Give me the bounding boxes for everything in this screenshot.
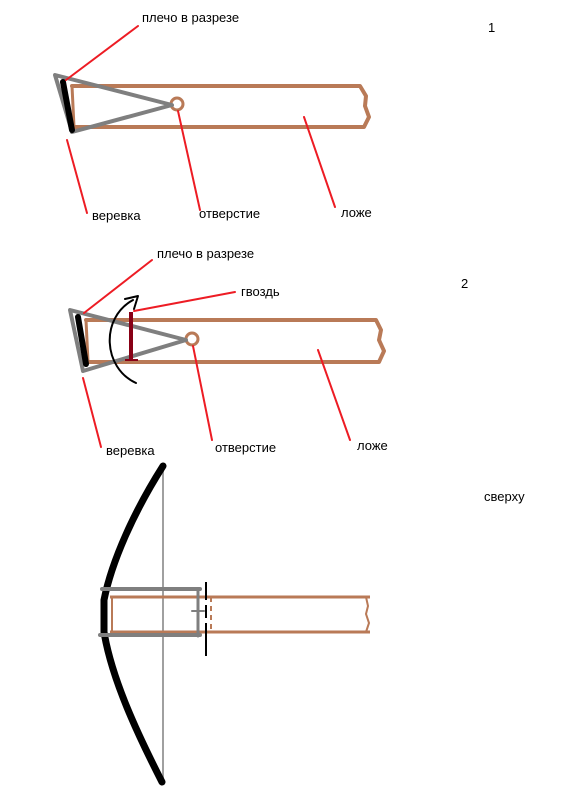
label-rope-2: веревка (106, 443, 155, 458)
label-nail: гвоздь (241, 284, 280, 299)
label-rope-1: веревка (92, 208, 141, 223)
bow-limbs (100, 462, 167, 786)
label-arm-section-1: плечо в разрезе (142, 10, 239, 25)
figure-1: 1 плечо в разрезе веревка отверстие ложе (53, 10, 495, 223)
label-hole-1: отверстие (199, 206, 260, 221)
rope-2 (75, 314, 89, 367)
top-view: сверху (98, 462, 525, 786)
label-stock-1: ложе (341, 205, 372, 220)
rotation-arrow (108, 295, 139, 384)
leaders-2 (82, 259, 351, 448)
label-stock-2: ложе (357, 438, 388, 453)
nail (125, 312, 138, 361)
figure-number-1: 1 (488, 20, 495, 35)
label-hole-2: отверстие (215, 440, 276, 455)
arm-section-2 (68, 308, 188, 373)
rope-1 (60, 79, 75, 133)
hole-2 (184, 331, 200, 347)
arm-section-1 (53, 73, 174, 134)
label-arm-section-2: плечо в разрезе (157, 246, 254, 261)
leaders-1 (65, 25, 336, 214)
label-top-view: сверху (484, 489, 525, 504)
arm-bars-top-view (98, 587, 205, 638)
stock-top-view (110, 595, 371, 634)
figure-number-2: 2 (461, 276, 468, 291)
figure-2: 2 плечо в разр (68, 246, 468, 458)
